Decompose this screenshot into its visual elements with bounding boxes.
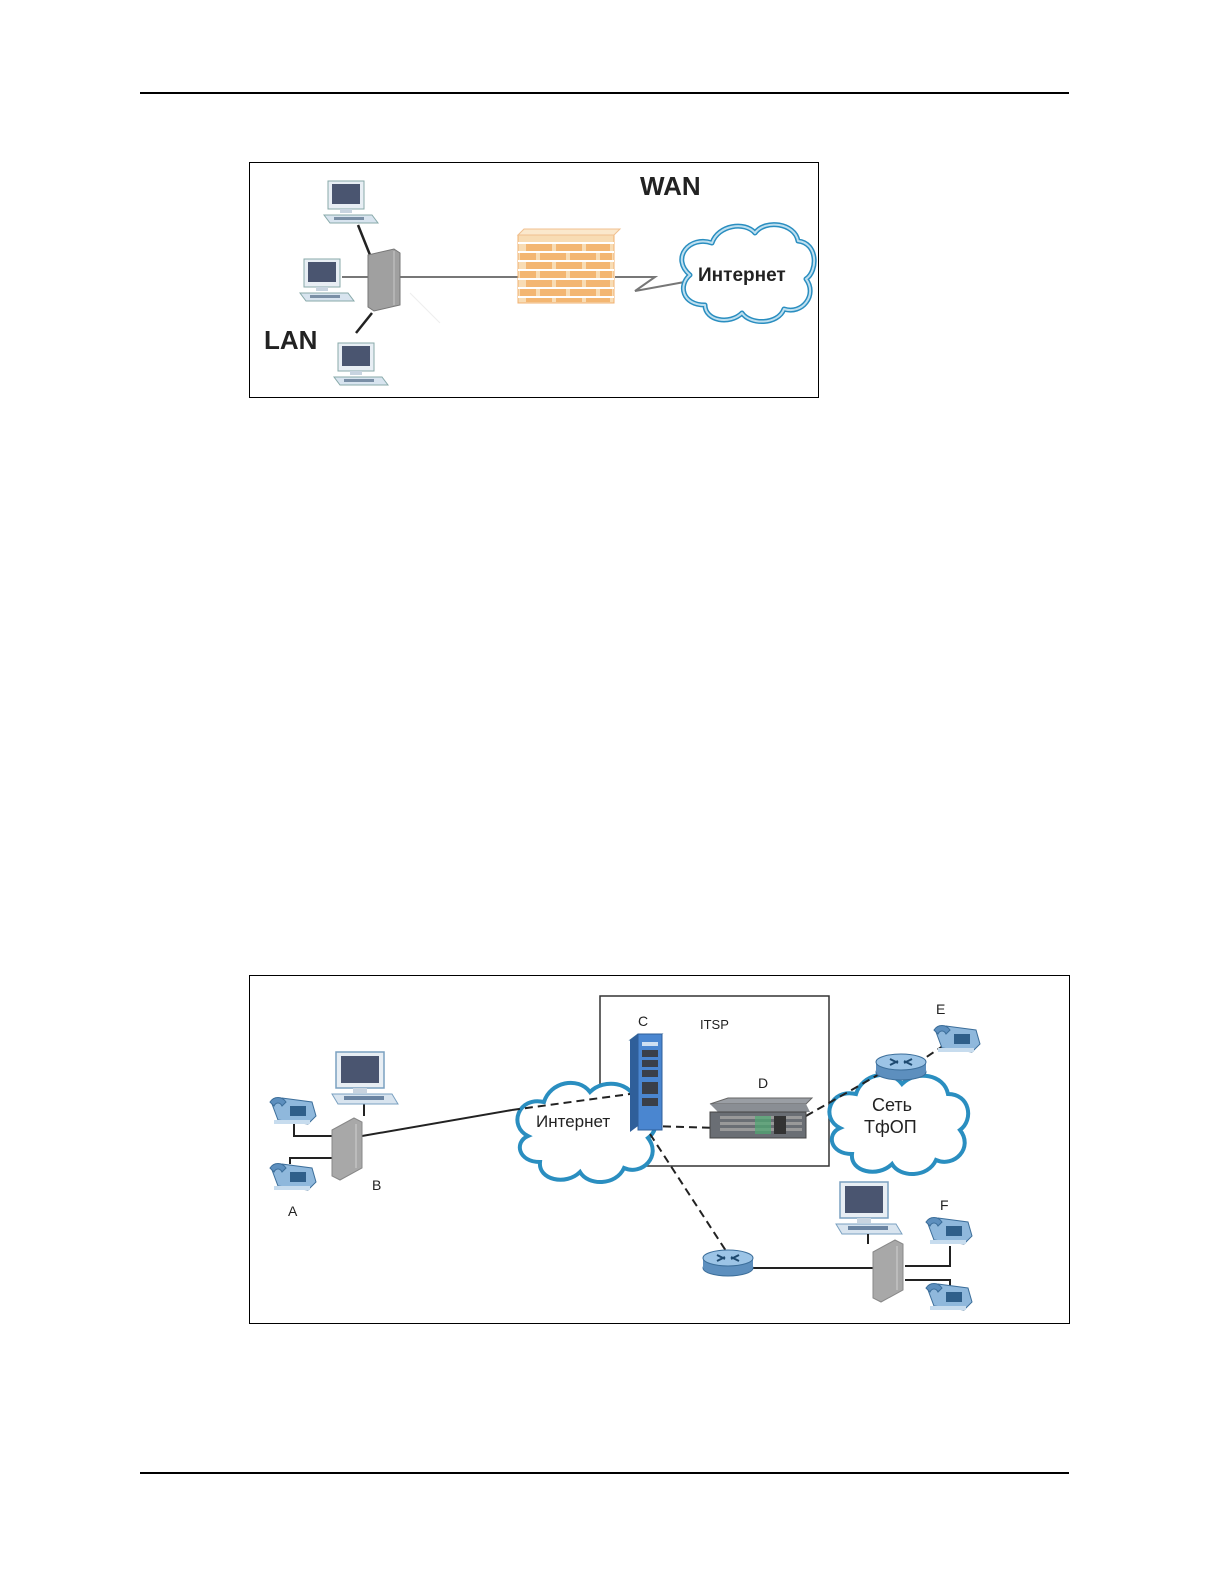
label-c: C [638,1013,648,1029]
computer-icon [324,181,378,223]
lan-wan-diagram-svg: WAN LAN Интернет [250,163,818,397]
label-f: F [940,1197,949,1213]
link-router-pc3 [356,313,372,333]
figure-voip-itsp-diagram: A B C ITSP D E F Интернет Сеть ТфОП [249,975,1070,1324]
router-icon [876,1054,926,1080]
link-phone-a1 [294,1124,336,1136]
firewall-icon [518,229,620,303]
link-firewall-internet [615,277,690,291]
footer-rule [140,1472,1069,1474]
link-phone-f1 [905,1246,950,1266]
phone-icon [270,1098,316,1125]
internet-label: Интернет [698,265,786,286]
label-e: E [936,1001,945,1017]
pstn-label-line1: Сеть [872,1095,912,1115]
media-gateway-server-icon [710,1098,812,1138]
link-phone-a2 [290,1158,336,1164]
phone-icon [934,1026,980,1053]
voip-gateway-icon [873,1240,903,1302]
router-icon [703,1250,753,1276]
phone-icon [926,1218,972,1245]
computer-icon [332,1052,398,1104]
label-d: D [758,1075,768,1091]
computer-icon [300,259,354,301]
lan-label: LAN [264,325,317,355]
label-a: A [288,1203,298,1219]
internet-label: Интернет [536,1112,610,1131]
link-router-pc1 [358,225,370,255]
header-rule [140,92,1069,94]
wireless-router-icon [368,249,440,323]
label-itsp: ITSP [700,1017,729,1032]
phone-icon [270,1164,316,1191]
computer-icon [836,1182,902,1234]
voip-gateway-icon [332,1118,362,1180]
wan-label: WAN [640,171,701,201]
link-c-remote-router [650,1134,728,1254]
link-gateway-b-internet [362,1110,512,1136]
server-rack-icon [630,1034,662,1132]
computer-icon [334,343,388,385]
phone-icon [926,1284,972,1311]
figure-lan-wan-diagram: WAN LAN Интернет [249,162,819,398]
pstn-label-line2: ТфОП [864,1117,917,1137]
label-b: B [372,1177,381,1193]
voip-itsp-diagram-svg: A B C ITSP D E F Интернет Сеть ТфОП [250,976,1069,1323]
